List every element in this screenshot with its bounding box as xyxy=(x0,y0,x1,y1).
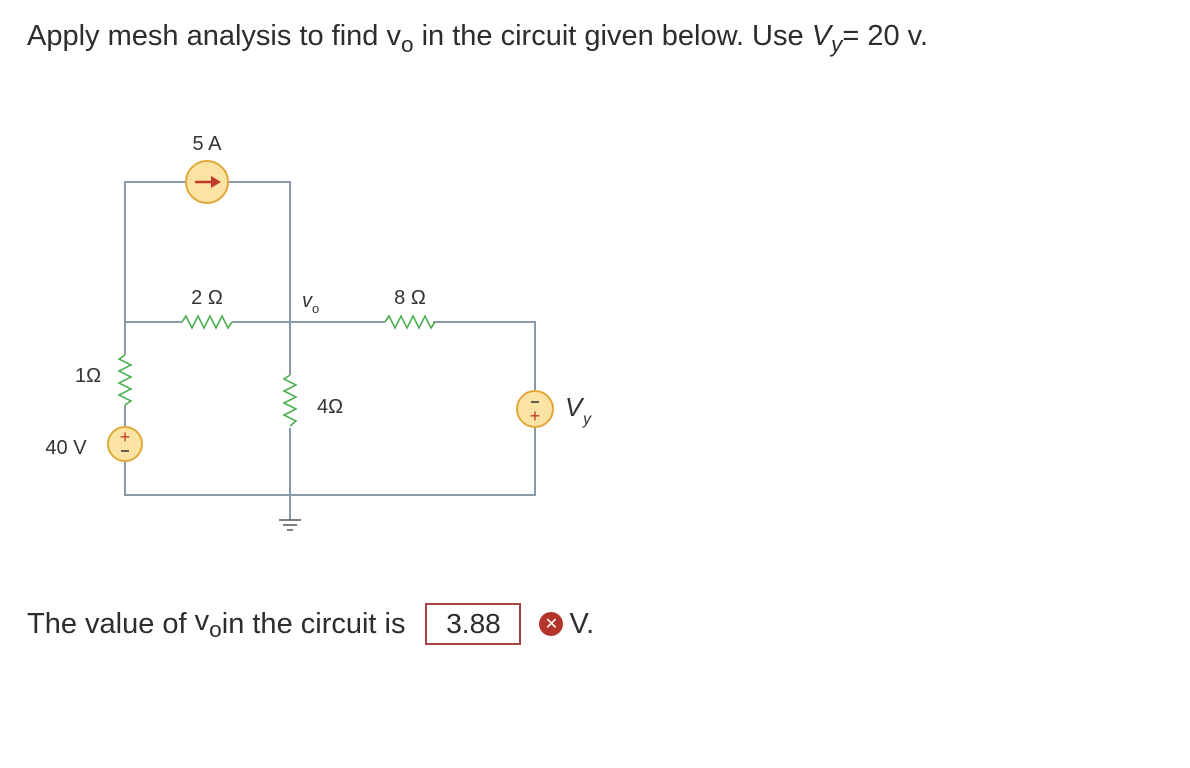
answer-vo-symbol: vo xyxy=(187,605,222,643)
label-vo: v o xyxy=(302,290,319,316)
resistor-2ohm xyxy=(181,314,233,330)
label-vy-sub: y xyxy=(582,411,592,428)
vo-sub: o xyxy=(400,32,414,58)
resistor-1ohm xyxy=(117,354,133,406)
question-prefix: Apply mesh analysis to find xyxy=(27,20,387,52)
question-suffix: = 20 v. xyxy=(842,20,929,52)
question-middle: in the circuit given below. Use xyxy=(413,20,812,52)
vy-sub: y xyxy=(831,32,843,58)
svg-text:+: + xyxy=(530,406,541,426)
label-8ohm: 8 Ω xyxy=(394,287,426,309)
label-vo-main: v xyxy=(302,290,313,312)
label-vo-sub: o xyxy=(312,301,319,316)
question-text: Apply mesh analysis to find vo in the ci… xyxy=(27,20,928,58)
circuit-diagram: + + 5 A 2 Ω 8 Ω 1Ω 4Ω 40 V v o V y xyxy=(45,133,592,531)
resistor-4ohm xyxy=(282,374,298,427)
label-vy: V y xyxy=(565,392,592,428)
resistor-8ohm xyxy=(384,314,436,330)
answer-line: The value of vo in the circuit is 3.88 ✕… xyxy=(27,603,594,645)
answer-input[interactable]: 3.88 xyxy=(425,603,522,645)
label-1ohm: 1Ω xyxy=(75,365,101,387)
answer-vo-sub: o xyxy=(209,617,222,643)
voltage-source-40v: + xyxy=(107,426,143,462)
answer-prefix: The value of xyxy=(27,607,187,640)
answer-unit: V. xyxy=(569,607,595,640)
label-4ohm: 4Ω xyxy=(317,396,343,418)
answer-middle: in the circuit is xyxy=(221,607,406,640)
label-2ohm: 2 Ω xyxy=(191,287,223,309)
label-40v: 40 V xyxy=(45,437,87,459)
vo-symbol: vo xyxy=(386,20,413,57)
label-vy-main: V xyxy=(565,392,585,422)
vy-symbol: Vy xyxy=(811,20,843,57)
svg-text:+: + xyxy=(120,427,131,447)
circuit-wires xyxy=(124,181,536,520)
vy-main: V xyxy=(811,20,832,52)
current-source xyxy=(185,160,229,204)
answer-vo-main: v xyxy=(194,604,210,637)
x-icon: ✕ xyxy=(539,612,564,636)
label-5a: 5 A xyxy=(193,133,223,155)
ground-symbol xyxy=(279,519,301,531)
vo-main: v xyxy=(386,20,401,52)
voltage-source-vy: + xyxy=(516,390,554,428)
